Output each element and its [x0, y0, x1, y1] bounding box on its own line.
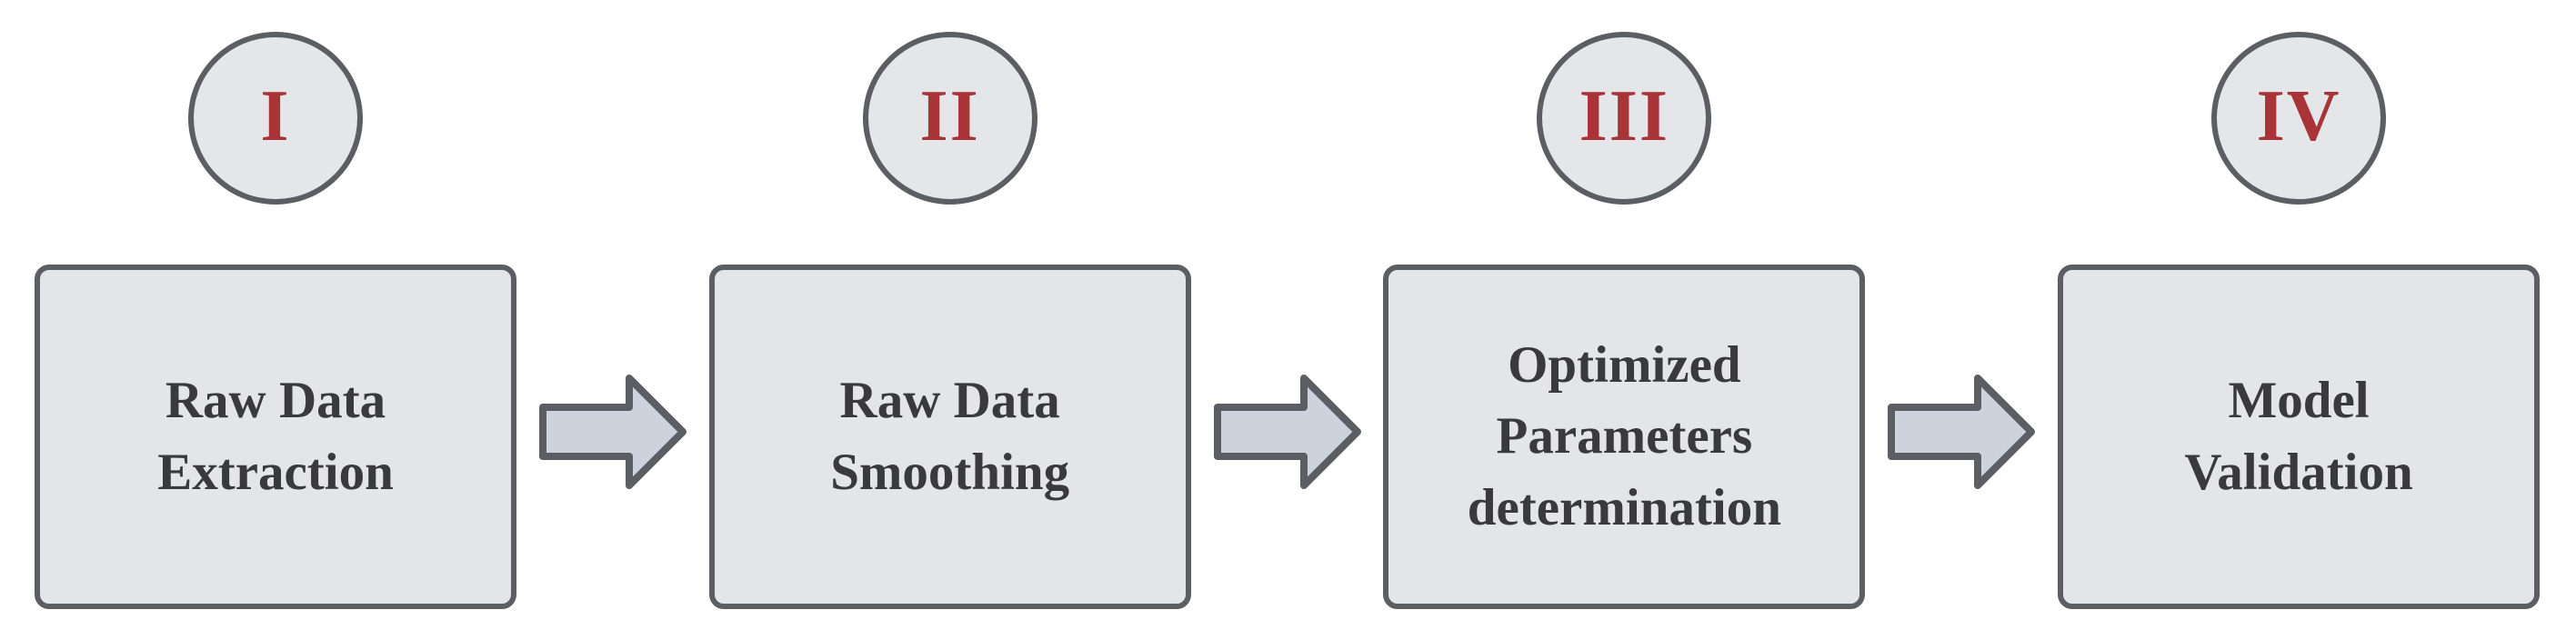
step-1-number-badge: I: [188, 32, 363, 205]
connector-1: [516, 0, 709, 493]
step-4-box: Model Validation: [2058, 265, 2541, 609]
step-4-number-badge: IV: [2211, 32, 2387, 205]
step-2-label: Raw Data Smoothing: [830, 371, 1070, 501]
step-2-number-badge: II: [862, 32, 1037, 205]
right-arrow-icon: [1213, 375, 1361, 489]
step-2-box: Raw Data Smoothing: [708, 265, 1191, 609]
step-3-number-badge: III: [1537, 32, 1712, 205]
step-1-label: Raw Data Extraction: [157, 371, 394, 501]
right-arrow-icon: [538, 375, 687, 489]
connector-3: [1865, 0, 2058, 493]
step-4-label: Model Validation: [2184, 371, 2413, 501]
step-4-numeral: IV: [2256, 75, 2341, 156]
step-1-box: Raw Data Extraction: [35, 265, 516, 609]
right-arrow-icon: [1888, 375, 2036, 489]
step-4: IV Model Validation: [2058, 0, 2541, 609]
step-3-box: Optimized Parameters determination: [1383, 265, 1866, 609]
step-3-numeral: III: [1579, 75, 1670, 156]
step-1-numeral: I: [260, 75, 291, 156]
step-2: II Raw Data Smoothing: [708, 0, 1191, 609]
connector-2: [1191, 0, 1384, 493]
step-3: III Optimized Parameters determination: [1383, 0, 1866, 609]
step-3-label: Optimized Parameters determination: [1467, 335, 1781, 536]
step-2-numeral: II: [919, 75, 980, 156]
step-1: I Raw Data Extraction: [35, 0, 516, 609]
